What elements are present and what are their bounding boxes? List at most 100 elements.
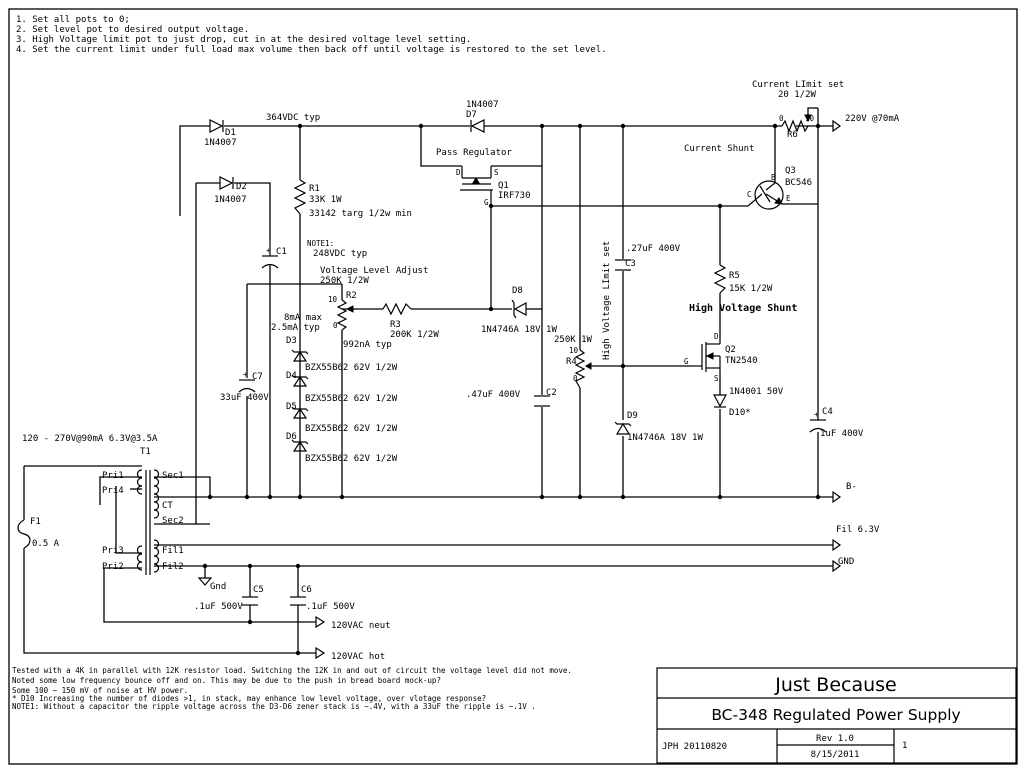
label-r5-value: 15K 1/2W — [729, 284, 773, 294]
label-q3: Q3 — [785, 166, 796, 176]
note-line-4: * D10 Increasing the number of diodes >1… — [12, 694, 486, 703]
label-120vac-neut: 120VAC neut — [331, 621, 391, 631]
label-364vdc: 364VDC typ — [266, 113, 320, 123]
title-block-author-date: JPH 20110820 — [662, 742, 727, 752]
label-d8-value: 1N4746A 18V 1W — [481, 325, 557, 335]
label-sec1: Sec1 — [162, 471, 184, 481]
instructions: 1. Set all pots to 0; 2. Set level pot t… — [16, 15, 607, 55]
title-block-rev-date: 8/15/2011 — [811, 750, 860, 760]
svg-text:+: + — [814, 410, 819, 419]
label-q3-e: E — [786, 194, 791, 203]
title-block: Just Because BC-348 Regulated Power Supp… — [656, 667, 1017, 764]
label-c4: C4 — [822, 407, 833, 417]
junction-dots — [202, 123, 821, 656]
resistor-r1 — [293, 179, 307, 215]
label-q1-g: G — [484, 198, 489, 207]
label-d2: D2 — [236, 182, 247, 192]
label-d7: D7 — [466, 110, 477, 120]
label-c5: C5 — [253, 585, 264, 595]
diode-d1 — [209, 119, 224, 133]
label-d3-value: BZX55B62 62V 1/2W — [305, 363, 398, 373]
label-r5: R5 — [729, 271, 740, 281]
wires — [23, 107, 833, 654]
zener-d8 — [511, 299, 527, 319]
label-r1: R1 — [309, 184, 320, 194]
label-note1-ref: NOTE1: — [307, 239, 334, 248]
label-current-shunt: Current Shunt — [684, 144, 754, 154]
capacitor-c1: + — [261, 240, 279, 269]
label-b-minus: B- — [846, 482, 857, 492]
label-r2-value: 250K 1/2W — [320, 276, 369, 286]
label-fil1: Fil1 — [162, 546, 184, 556]
svg-text:+: + — [243, 370, 248, 379]
label-c2: C2 — [546, 388, 557, 398]
label-pri3: Pri3 — [102, 546, 124, 556]
label-r4-0: 0 — [573, 374, 578, 383]
note-line-2: Noted some low frequency bounce off and … — [12, 676, 441, 685]
label-q1: Q1 — [498, 181, 509, 191]
capacitor-c3 — [615, 259, 631, 271]
label-d5-value: BZX55B62 62V 1/2W — [305, 424, 398, 434]
label-r1-value: 33K 1W — [309, 195, 342, 205]
label-d7-value: 1N4007 — [466, 100, 499, 110]
label-q2: Q2 — [725, 345, 736, 355]
note-line-5: NOTE1: Without a capacitor the ripple vo… — [12, 702, 536, 711]
label-d9-value: 1N4746A 18V 1W — [627, 433, 703, 443]
label-r4-value: 250K 1W — [554, 335, 593, 345]
label-r4-10: 10 — [569, 346, 579, 355]
diode-d10 — [712, 394, 728, 408]
label-voltage-level-adjust: Voltage Level Adjust — [320, 266, 428, 276]
label-d8: D8 — [512, 286, 523, 296]
transformer-rating: 120 - 270V@90mA 6.3V@3.5A — [22, 434, 158, 444]
label-pass-regulator: Pass Regulator — [436, 148, 512, 158]
label-r4: R4 — [566, 357, 577, 367]
zener-d5 — [291, 406, 309, 419]
label-120vac-hot: 120VAC hot — [331, 652, 385, 662]
label-q1-value: IRF730 — [498, 191, 531, 201]
zener-stack — [291, 349, 309, 458]
instruction-1: 1. Set all pots to 0; — [16, 15, 130, 25]
label-q1-s: S — [494, 168, 499, 177]
label-gnd-small: Gnd — [210, 582, 226, 592]
label-q3-b: B — [771, 173, 776, 182]
label-ct: CT — [162, 501, 173, 511]
label-pri4: Pri4 — [102, 486, 124, 496]
label-c7-value: 33uF 400V — [220, 393, 269, 403]
mosfet-q1 — [460, 166, 493, 204]
label-c4-value: 1uF 400V — [820, 429, 864, 439]
sheet-border — [8, 8, 1018, 765]
label-q3-c: C — [747, 190, 752, 199]
label-c6: C6 — [301, 585, 312, 595]
label-d3: D3 — [286, 336, 297, 346]
label-248vdc: 248VDC typ — [313, 249, 367, 259]
label-c3-value: .27uF 400V — [626, 244, 681, 254]
label-d6: D6 — [286, 432, 297, 442]
label-q1-d: D — [456, 168, 461, 177]
label-pri1: Pri1 — [102, 471, 124, 481]
title-block-sheet: 1 — [902, 741, 907, 751]
label-q2-g: G — [684, 357, 689, 366]
label-8ma: 8mA max — [284, 313, 323, 323]
label-fil2: Fil2 — [162, 562, 184, 572]
bjt-q3 — [747, 180, 784, 210]
title-block-title: BC-348 Regulated Power Supply — [711, 706, 960, 724]
label-d1: D1 — [225, 128, 236, 138]
label-t1: T1 — [140, 447, 151, 457]
capacitor-c6 — [290, 596, 306, 606]
label-r6-0: 0 — [779, 114, 784, 123]
label-d10-value: 1N4001 50V — [729, 387, 784, 397]
label-output-220v: 220V @70mA — [845, 114, 900, 124]
label-c1: C1 — [276, 247, 287, 257]
label-d4: D4 — [286, 371, 297, 381]
instruction-2: 2. Set level pot to desired output volta… — [16, 25, 249, 35]
label-fil-6-3v: Fil 6.3V — [836, 525, 880, 535]
label-r3: R3 — [390, 320, 401, 330]
transformer-t1 — [136, 469, 160, 575]
label-d9: D9 — [627, 411, 638, 421]
label-q2-d: D — [714, 332, 719, 341]
label-c5-value: .1uF 500V — [194, 602, 243, 612]
label-c3: C3 — [625, 259, 636, 269]
label-c2-value: .47uF 400V — [466, 390, 521, 400]
capacitor-c5 — [242, 596, 258, 606]
